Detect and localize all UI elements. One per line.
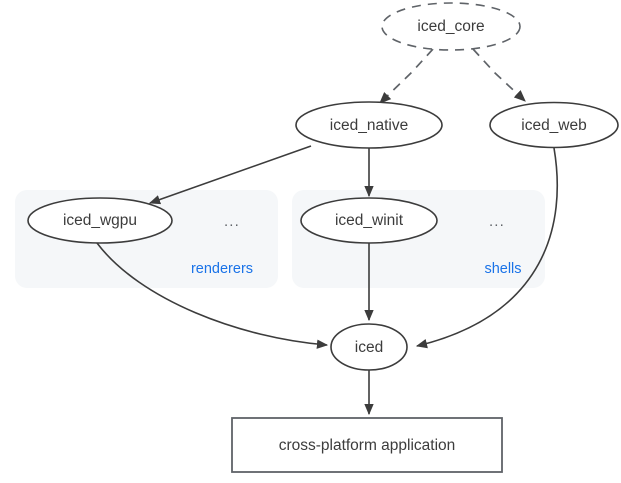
node-iced-winit-shape [300, 197, 438, 244]
edge-iced-core-to-iced-native [379, 48, 434, 104]
edge-iced-core-to-iced-web [472, 48, 526, 102]
node-application[interactable]: cross-platform application [231, 417, 503, 473]
node-iced-native[interactable]: iced_native [295, 101, 443, 149]
node-iced-web-shape [489, 101, 619, 149]
group-label-shells: shells [484, 261, 521, 277]
node-iced-shape [330, 323, 408, 371]
node-iced[interactable]: iced [330, 323, 408, 371]
edge-iced-web-to-iced [415, 147, 559, 349]
node-application-shape [231, 417, 503, 473]
node-iced-core-shape [381, 2, 521, 51]
ellipsis-shells: ... [489, 213, 505, 230]
edge-iced-native-to-iced-wgpu [148, 145, 312, 205]
node-iced-native-shape [295, 101, 443, 149]
edge-iced-wgpu-to-iced [96, 242, 329, 349]
node-iced-wgpu-shape [27, 197, 173, 244]
group-label-renderers: renderers [191, 261, 253, 277]
node-iced-winit[interactable]: iced_winit [300, 197, 438, 244]
node-iced-web[interactable]: iced_web [489, 101, 619, 149]
node-iced-core[interactable]: iced_core [381, 2, 521, 51]
ellipsis-renderers: ... [224, 213, 240, 230]
node-iced-wgpu[interactable]: iced_wgpu [27, 197, 173, 244]
